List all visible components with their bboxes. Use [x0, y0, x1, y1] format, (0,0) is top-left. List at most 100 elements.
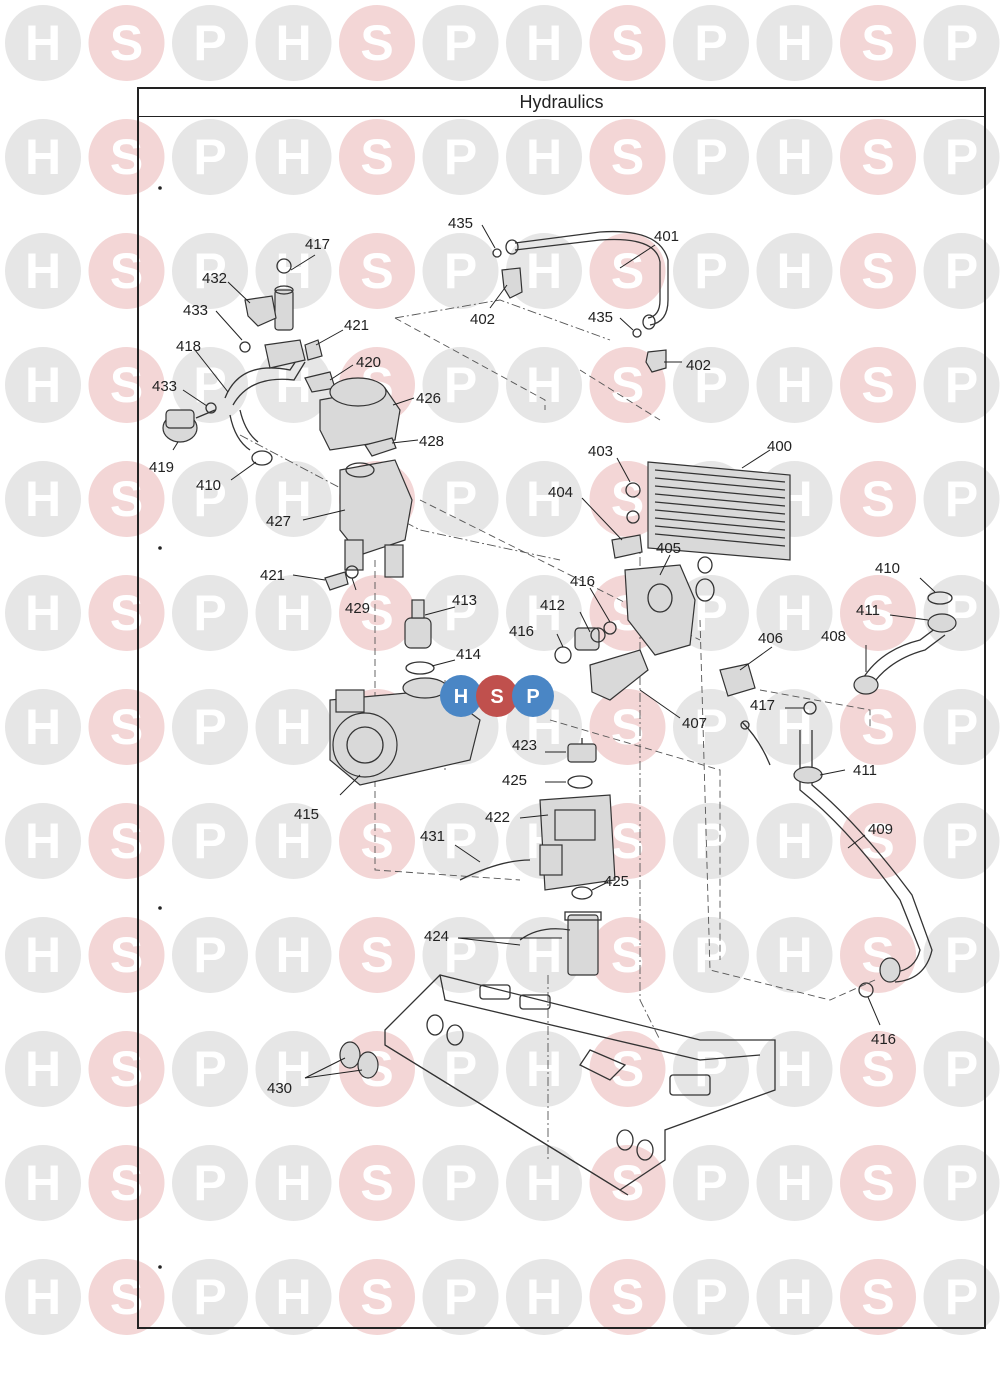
- watermark-letter: P: [945, 699, 978, 755]
- hsp-logo: H S P: [440, 675, 554, 717]
- washer-410-left: [251, 450, 273, 466]
- watermark-circle: [88, 233, 165, 309]
- label-421-upper: 421: [344, 317, 369, 334]
- watermark-letter: H: [526, 243, 562, 299]
- label-407: 407: [682, 715, 707, 732]
- watermark-letter: P: [444, 813, 477, 869]
- watermark-circle: [923, 119, 1000, 195]
- watermark-circle: [756, 119, 833, 195]
- o-ring-425-upper: [567, 775, 593, 789]
- watermark-circle: [589, 347, 666, 423]
- watermark-circle: [339, 1259, 415, 1335]
- label-421-lower: 421: [260, 567, 285, 584]
- heat-exchanger-400: [647, 461, 791, 561]
- label-418: 418: [176, 338, 201, 355]
- watermark-circle: [673, 1031, 749, 1107]
- o-ring-416-mid: [554, 646, 572, 664]
- watermark-circle: [589, 233, 666, 309]
- watermark-circle: [255, 1259, 332, 1335]
- o-ring-414: [405, 661, 435, 675]
- o-ring-417-right: [803, 701, 817, 715]
- margin-bullets: [158, 186, 162, 1269]
- watermark-circle: [840, 575, 916, 651]
- watermark-circle: [506, 575, 582, 651]
- watermark-circle: [88, 803, 165, 879]
- pipe-401: [505, 230, 669, 330]
- watermark-letter: H: [526, 1155, 562, 1211]
- watermark-letter: H: [25, 357, 61, 413]
- watermark-letter: P: [193, 1041, 226, 1097]
- watermark-letter: P: [694, 1041, 727, 1097]
- label-428: 428: [419, 433, 444, 450]
- watermark-letter: P: [945, 813, 978, 869]
- watermark-letter: H: [275, 1155, 311, 1211]
- label-433-lower: 433: [152, 378, 177, 395]
- clip-421-lower: [324, 571, 349, 591]
- watermark-circle: [88, 575, 165, 651]
- watermark-letter: H: [275, 1269, 311, 1325]
- watermark-circle: [840, 1145, 916, 1221]
- watermark-circle: [673, 233, 749, 309]
- label-406: 406: [758, 630, 783, 647]
- watermark-circle: [88, 461, 165, 537]
- watermark-letter: H: [776, 585, 812, 641]
- o-ring-425-lower: [571, 886, 593, 900]
- watermark-circle: [840, 461, 916, 537]
- watermark-letter: P: [193, 585, 226, 641]
- label-401: 401: [654, 228, 679, 245]
- watermark-letter: P: [945, 357, 978, 413]
- watermark-circle: [172, 233, 248, 309]
- watermark-letter: P: [193, 243, 226, 299]
- watermark-circle: [422, 1145, 499, 1221]
- watermark-circle: [756, 347, 833, 423]
- watermark-letter: H: [526, 1269, 562, 1325]
- watermark-letter: P: [694, 1269, 727, 1325]
- watermark-circle: [172, 119, 248, 195]
- watermark-circle: [172, 917, 248, 993]
- label-417-upper: 417: [305, 236, 330, 253]
- watermark-letter: H: [776, 357, 812, 413]
- watermark-letter: P: [444, 243, 477, 299]
- label-419: 419: [149, 459, 174, 476]
- label-410-left: 410: [196, 477, 221, 494]
- watermark-circle: [756, 803, 833, 879]
- label-431: 431: [420, 828, 445, 845]
- diagram-title: Hydraulics: [139, 89, 984, 117]
- watermark-letter: P: [694, 927, 727, 983]
- watermark-letter: H: [25, 585, 61, 641]
- watermark-letter: H: [25, 129, 61, 185]
- watermark-circle: [5, 347, 81, 423]
- clip-432: [244, 295, 277, 327]
- watermark-letter: P: [444, 129, 477, 185]
- watermark-letter: P: [945, 129, 978, 185]
- watermark-circle: [422, 917, 499, 993]
- watermark-letter: P: [444, 1155, 477, 1211]
- label-410-right: 410: [875, 560, 900, 577]
- pipe-409: [793, 730, 933, 983]
- seal-403: [625, 482, 641, 498]
- watermark-circle: [422, 233, 499, 309]
- watermark-letter: S: [360, 15, 393, 71]
- label-414: 414: [456, 646, 481, 663]
- watermark-letter: P: [945, 15, 978, 71]
- watermark-letter: P: [444, 357, 477, 413]
- watermark-letter: S: [611, 1155, 644, 1211]
- watermark-circle: [422, 5, 499, 81]
- label-411-lower: 411: [853, 762, 877, 779]
- label-435-lower: 435: [588, 309, 613, 326]
- watermark-letter: H: [25, 243, 61, 299]
- watermark-circle: [506, 5, 582, 81]
- seal-433-upper: [239, 341, 251, 353]
- sensor-419: [162, 409, 216, 443]
- watermark-letter: S: [360, 129, 393, 185]
- watermark-circle: [422, 347, 499, 423]
- watermark-letter: P: [193, 15, 226, 71]
- watermark-circle: [5, 119, 81, 195]
- watermark-circle: [673, 1259, 749, 1335]
- pipe-418: [224, 354, 306, 451]
- watermark-letter: H: [275, 471, 311, 527]
- watermark-letter: H: [25, 1041, 61, 1097]
- watermark-letter: P: [444, 585, 477, 641]
- watermark-circle: [5, 233, 81, 309]
- watermark-letter: H: [25, 699, 61, 755]
